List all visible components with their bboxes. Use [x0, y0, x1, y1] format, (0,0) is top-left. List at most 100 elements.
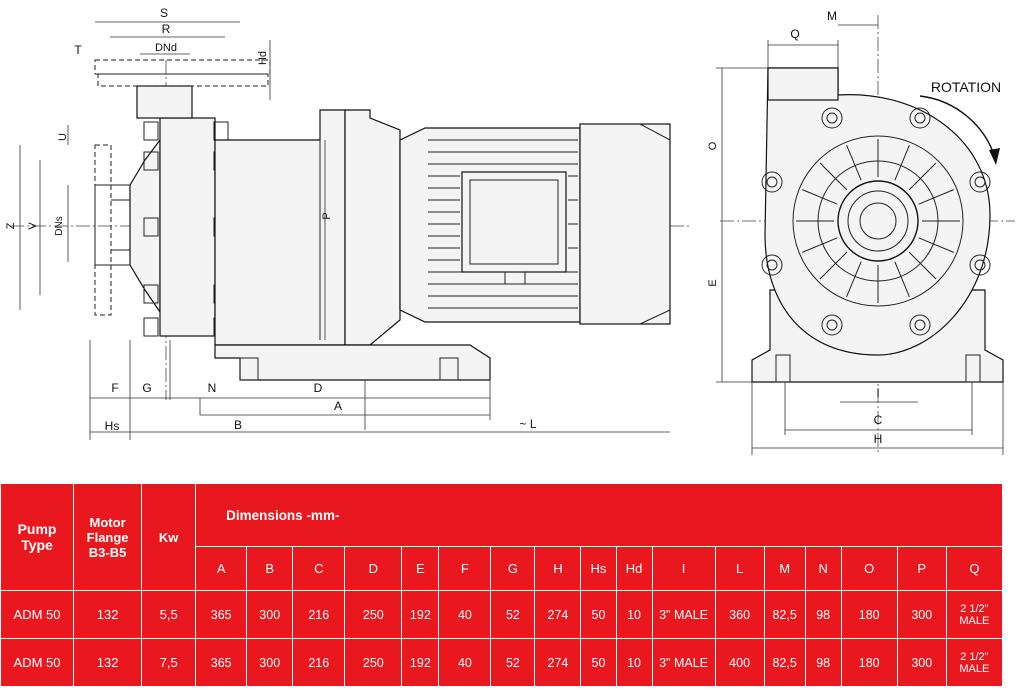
label-B: B — [234, 418, 242, 432]
label-D: D — [314, 381, 323, 395]
cell-dim-hs: 50 — [580, 638, 617, 687]
cell-dim-hs: 50 — [580, 590, 617, 639]
header-pump-type-line1: Pump — [17, 521, 57, 537]
impeller-rib — [846, 261, 862, 297]
column-header-n: N — [804, 546, 842, 591]
column-header-hd: Hd — [615, 546, 653, 591]
label-A: A — [334, 399, 342, 413]
cell-dim-g: 52 — [490, 638, 536, 687]
label-DNs: DNs — [54, 216, 65, 235]
cell-dim-h: 274 — [534, 638, 582, 687]
header-pump-type: Pump Type — [0, 483, 75, 591]
impeller-rib — [918, 189, 954, 205]
label-M: M — [827, 9, 837, 23]
label-O: O — [707, 141, 719, 150]
header-motor-flange-line2: Flange — [86, 529, 129, 545]
label-N: N — [208, 381, 217, 395]
cell-dim-f: 40 — [438, 590, 492, 639]
dimensions-table: Pump Type Motor Flange B3-B5 Kw Dimensio… — [0, 483, 1004, 687]
label-I: I — [876, 386, 879, 400]
cell-dim-q-line1: 2 1/2" — [960, 602, 989, 615]
cell-dim-m: 82,5 — [763, 590, 806, 639]
label-E: E — [707, 279, 719, 286]
impeller-rib — [908, 162, 937, 191]
cell-dim-e: 192 — [401, 638, 440, 687]
label-U: U — [57, 133, 69, 141]
cell-dim-hd: 10 — [615, 590, 653, 639]
header-motor-flange-line1: Motor — [89, 514, 126, 530]
column-header-e: E — [401, 546, 440, 591]
column-header-a: A — [195, 546, 248, 591]
cell-dim-q-line2: MALE — [959, 662, 990, 675]
cell-dim-o: 180 — [840, 638, 898, 687]
column-header-i: I — [651, 546, 716, 591]
column-header-c: C — [292, 546, 346, 591]
column-header-f: F — [438, 546, 492, 591]
cell-dim-p: 300 — [896, 638, 947, 687]
label-Z: Z — [5, 222, 17, 229]
cell-dim-a: 365 — [195, 590, 248, 639]
column-header-p: P — [896, 546, 947, 591]
cell-kw: 5,5 — [141, 590, 197, 639]
label-Q: Q — [790, 27, 799, 41]
side-view — [10, 21, 690, 440]
column-header-d: D — [344, 546, 403, 591]
column-header-l: L — [714, 546, 765, 591]
header-dimensions-title: Dimensions -mm- — [195, 483, 1003, 547]
label-S: S — [160, 6, 168, 20]
cell-pump-type: ADM 50 — [0, 638, 75, 687]
cell-dim-p: 300 — [896, 590, 947, 639]
label-R: R — [162, 22, 171, 36]
cell-dim-h: 274 — [534, 590, 582, 639]
impeller-rib — [918, 237, 954, 253]
header-pump-type-line2: Type — [21, 537, 53, 553]
cell-dim-q: 2 1/2"MALE — [945, 638, 1004, 687]
label-DNd: DNd — [155, 42, 177, 54]
column-header-o: O — [840, 546, 898, 591]
label-C: C — [874, 413, 883, 427]
impeller-rib — [846, 145, 862, 181]
cell-dim-g: 52 — [490, 590, 536, 639]
impeller-rib — [894, 261, 910, 297]
impeller-rib — [819, 251, 848, 280]
cell-dim-q: 2 1/2"MALE — [945, 590, 1004, 639]
label-Hs: Hs — [105, 419, 120, 433]
cell-motor-flange: 132 — [73, 590, 143, 639]
cell-dim-q-line1: 2 1/2" — [960, 650, 989, 663]
cell-dim-a: 365 — [195, 638, 248, 687]
label-T: T — [74, 43, 82, 57]
cell-dim-i: 3" MALE — [651, 638, 716, 687]
label-L: ~ L — [519, 417, 536, 431]
cell-dim-n: 98 — [804, 638, 842, 687]
cell-dim-l: 360 — [714, 590, 765, 639]
cell-dim-d: 250 — [344, 638, 403, 687]
cell-pump-type: ADM 50 — [0, 590, 75, 639]
front-view — [716, 15, 1015, 455]
cell-dim-b: 300 — [246, 590, 294, 639]
label-F: F — [111, 381, 118, 395]
cell-dim-n: 98 — [804, 590, 842, 639]
rotation-label: ROTATION — [931, 79, 1001, 95]
label-G: G — [142, 381, 151, 395]
cell-dim-hd: 10 — [615, 638, 653, 687]
label-Hd: Hd — [257, 51, 269, 65]
cell-kw: 7,5 — [141, 638, 197, 687]
impeller-rib — [802, 189, 838, 205]
cell-dim-o: 180 — [840, 590, 898, 639]
column-header-g: G — [490, 546, 536, 591]
side-view-labels: S R DNd T Hd U Z V DNs P F G N D A B Hs … — [5, 6, 537, 433]
cell-dim-m: 82,5 — [763, 638, 806, 687]
cell-dim-f: 40 — [438, 638, 492, 687]
column-header-q: Q — [945, 546, 1004, 591]
cell-dim-l: 400 — [714, 638, 765, 687]
cell-dim-c: 216 — [292, 590, 346, 639]
label-P: P — [321, 212, 333, 219]
impeller-rib — [819, 162, 848, 191]
pump-dimension-drawing: S R DNd T Hd U Z V DNs P F G N D A B Hs … — [5, 6, 1015, 455]
column-header-h: H — [534, 546, 582, 591]
cell-motor-flange: 132 — [73, 638, 143, 687]
cell-dim-i: 3" MALE — [651, 590, 716, 639]
